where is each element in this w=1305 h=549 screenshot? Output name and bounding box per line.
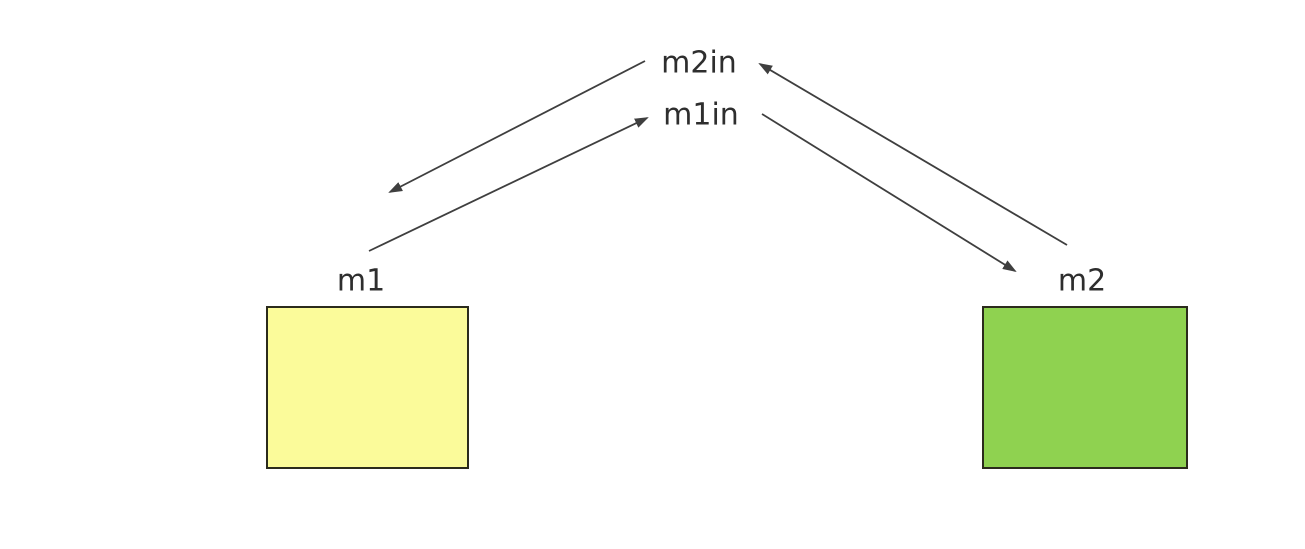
edge-m2in-to-m1: [388, 60, 646, 193]
mailbox-m1in-label: m1in: [663, 98, 739, 133]
edge-m1-to-m1in: [368, 117, 649, 252]
mailbox-m2in-label: m2in: [661, 46, 737, 81]
edge-m2-to-m2in: [758, 62, 1068, 246]
node-m2-label: m2: [1058, 264, 1106, 299]
edge-m1in-to-m2: [761, 113, 1017, 273]
node-m1-box: [266, 306, 469, 469]
node-m2-box: [982, 306, 1188, 469]
node-m1-label: m1: [337, 264, 385, 299]
